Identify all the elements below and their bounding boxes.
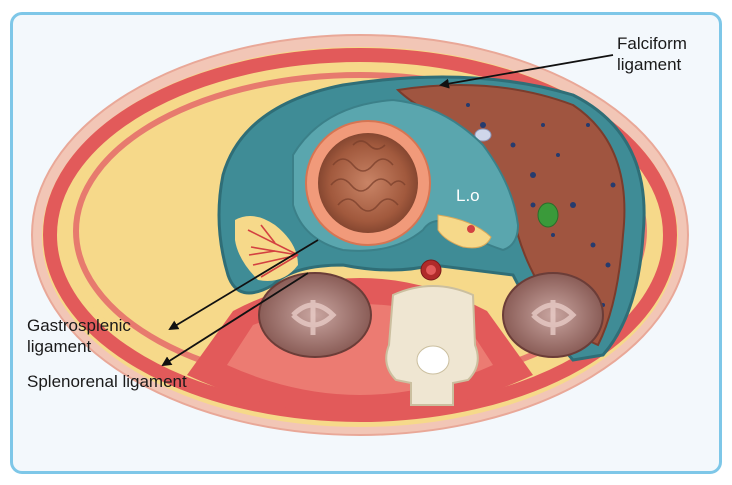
- diagram-frame: Falciform ligament L.o Gastrosplenic lig…: [10, 12, 722, 474]
- abdominal-cross-section: [31, 34, 689, 436]
- gallbladder: [537, 202, 559, 228]
- gastrosplenic-label: Gastrosplenic ligament: [27, 315, 131, 357]
- portal-vein: [474, 128, 492, 142]
- hepatic-artery: [467, 225, 475, 233]
- splenorenal-label: Splenorenal ligament: [27, 372, 187, 391]
- gastrosplenic-label-line2: ligament: [27, 337, 92, 356]
- left-renal-pelvis: [291, 300, 337, 335]
- falciform-arrow: [439, 54, 614, 89]
- falciform-label-line1: Falciform: [617, 34, 687, 53]
- falciform-label: Falciform ligament: [617, 33, 687, 75]
- stomach: [318, 133, 418, 233]
- falciform-label-line2: ligament: [617, 55, 682, 74]
- stomach-rugae: [330, 140, 406, 212]
- gastrosplenic-arrow: [168, 239, 319, 331]
- splenorenal-arrow: [161, 272, 309, 367]
- gastrosplenic-label-line1: Gastrosplenic: [27, 316, 131, 335]
- aorta-lumen: [426, 265, 436, 275]
- vertebra: [385, 285, 479, 406]
- lesser-omentum-label: L.o: [456, 186, 480, 205]
- spinal-canal: [416, 345, 450, 375]
- right-renal-pelvis: [531, 300, 577, 335]
- lesser-omentum: [437, 214, 492, 249]
